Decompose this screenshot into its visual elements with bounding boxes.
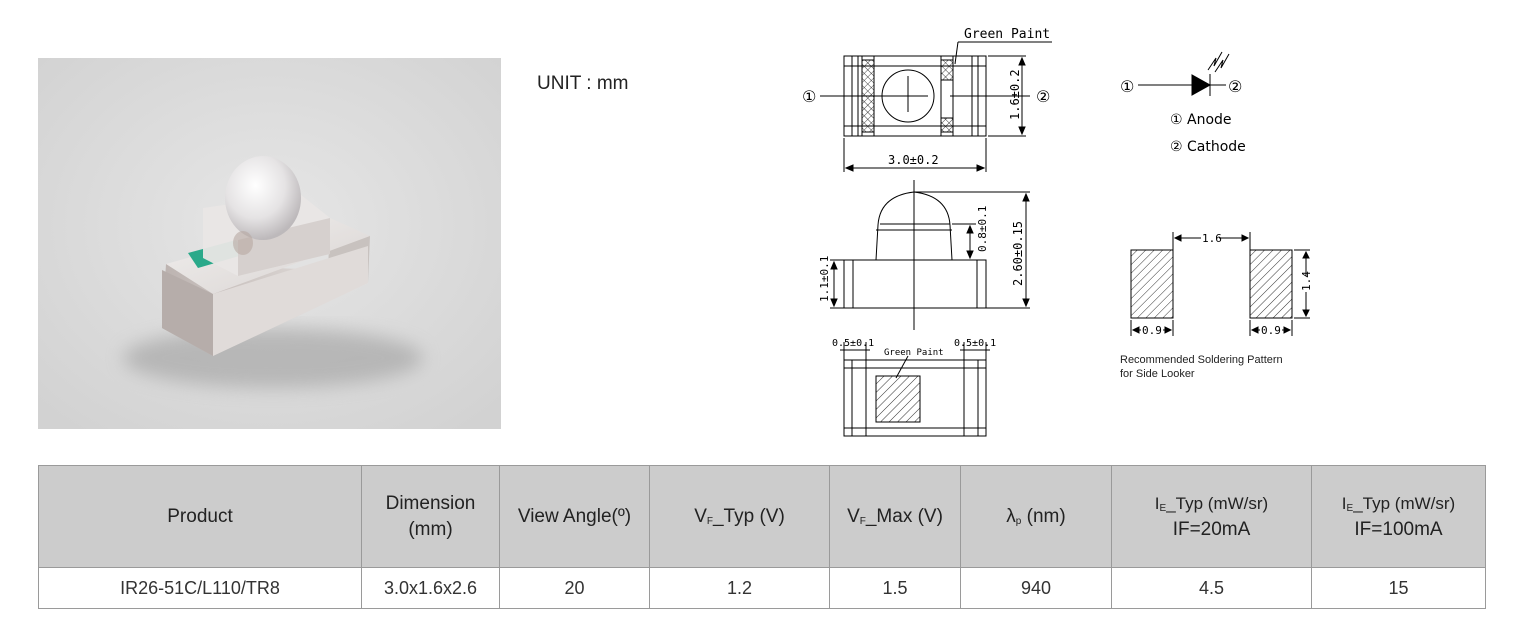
pad-left-dimension: 0.5±0.1 (832, 338, 874, 349)
pin2-marker: ② (1036, 87, 1050, 106)
cell-ie-20ma: 4.5 (1111, 567, 1312, 609)
header-dimension: Dimension(mm) (361, 465, 500, 568)
cathode-label: ② Cathode (1170, 139, 1246, 155)
header-product: Product (38, 465, 362, 568)
solder-pad-right-dimension: 0.9 (1261, 324, 1281, 337)
header-vf-max: VF_Max (V) (829, 465, 961, 568)
soldering-caption-line2: for Side Looker (1120, 368, 1195, 380)
table-header-row: Product Dimension(mm) View Angle(º) VF_T… (38, 465, 1486, 568)
cell-vf-max: 1.5 (829, 567, 961, 609)
cell-view-angle: 20 (499, 567, 650, 609)
symbol-pin1: ① (1120, 77, 1134, 96)
header-vf-typ: VF_Typ (V) (649, 465, 830, 568)
soldering-pattern: 1.6 1.4 0.9 0.9 Recommended Soldering Pa… (1120, 231, 1313, 380)
anode-label: ① Anode (1170, 112, 1232, 128)
pin1-marker: ① (802, 87, 816, 106)
cell-product: IR26-51C/L110/TR8 (38, 567, 362, 609)
depth-dimension: 1.6±0.2 (1008, 69, 1022, 120)
symbol-pin2: ② (1228, 77, 1242, 96)
green-paint-top-label: Green Paint (964, 27, 1050, 42)
header-wavelength: λp (nm) (960, 465, 1112, 568)
solder-pad-left-dimension: 0.9 (1142, 324, 1162, 337)
soldering-caption-line1: Recommended Soldering Pattern (1120, 354, 1283, 366)
led-render-image (38, 58, 501, 429)
product-photo (38, 58, 501, 429)
pad-right-dimension: 0.5±0.1 (954, 338, 996, 349)
unit-label: UNIT : mm (537, 73, 629, 94)
lens-height-dimension: 0.8±0.1 (976, 206, 989, 252)
top-view: Green Paint ① ② 3.0±0.2 1.6±0.2 (802, 27, 1052, 172)
diode-symbol: ① ② ① Anode ② Cathode (1120, 51, 1246, 155)
green-paint-bottom-label: Green Paint (884, 348, 944, 358)
cell-ie-100ma: 15 (1311, 567, 1486, 609)
cell-wavelength: 940 (960, 567, 1112, 609)
total-height-dimension: 2.60±0.15 (1011, 221, 1025, 286)
header-view-angle: View Angle(º) (499, 465, 650, 568)
header-ie-20ma: IE_Typ (mW/sr)IF=20mA (1111, 465, 1312, 568)
solder-height-dimension: 1.4 (1300, 271, 1313, 291)
spec-table: Product Dimension(mm) View Angle(º) VF_T… (38, 465, 1486, 609)
table-row: IR26-51C/L110/TR8 3.0x1.6x2.6 20 1.2 1.5… (38, 567, 1486, 609)
body-height-dimension: 1.1±0.1 (818, 256, 831, 302)
cell-vf-typ: 1.2 (649, 567, 830, 609)
width-dimension: 3.0±0.2 (888, 153, 939, 167)
cell-dimension: 3.0x1.6x2.6 (361, 567, 500, 609)
side-view: 1.1±0.1 0.8±0.1 2.60±0.15 (818, 180, 1030, 330)
bottom-view: Green Paint 0.5±0.1 0.5±0.1 (832, 338, 996, 437)
header-ie-100ma: IE_Typ (mW/sr)IF=100mA (1311, 465, 1486, 568)
solder-gap-dimension: 1.6 (1202, 232, 1222, 245)
technical-drawing: Green Paint ① ② 3.0±0.2 1.6±0.2 (802, 27, 1313, 437)
